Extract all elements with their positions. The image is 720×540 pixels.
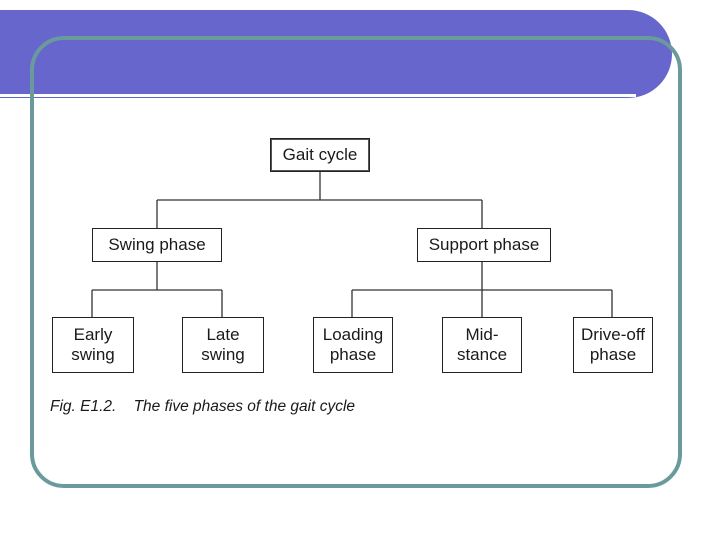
slide-header-underline bbox=[0, 94, 636, 97]
figure-caption: Fig. E1.2. The five phases of the gait c… bbox=[50, 398, 355, 416]
slide-frame bbox=[30, 36, 682, 488]
node-late-swing: Late swing bbox=[182, 317, 264, 373]
node-mid-stance: Mid- stance bbox=[442, 317, 522, 373]
node-support-phase: Support phase bbox=[417, 228, 551, 262]
node-early-swing: Early swing bbox=[52, 317, 134, 373]
figure-number: Fig. E1.2. bbox=[50, 398, 117, 415]
node-gait-cycle: Gait cycle bbox=[270, 138, 370, 172]
slide-header-bar bbox=[0, 10, 672, 98]
node-swing-phase: Swing phase bbox=[92, 228, 222, 262]
node-loading-phase: Loading phase bbox=[313, 317, 393, 373]
figure-caption-text: The five phases of the gait cycle bbox=[133, 398, 356, 415]
node-drive-off-phase: Drive-off phase bbox=[573, 317, 653, 373]
